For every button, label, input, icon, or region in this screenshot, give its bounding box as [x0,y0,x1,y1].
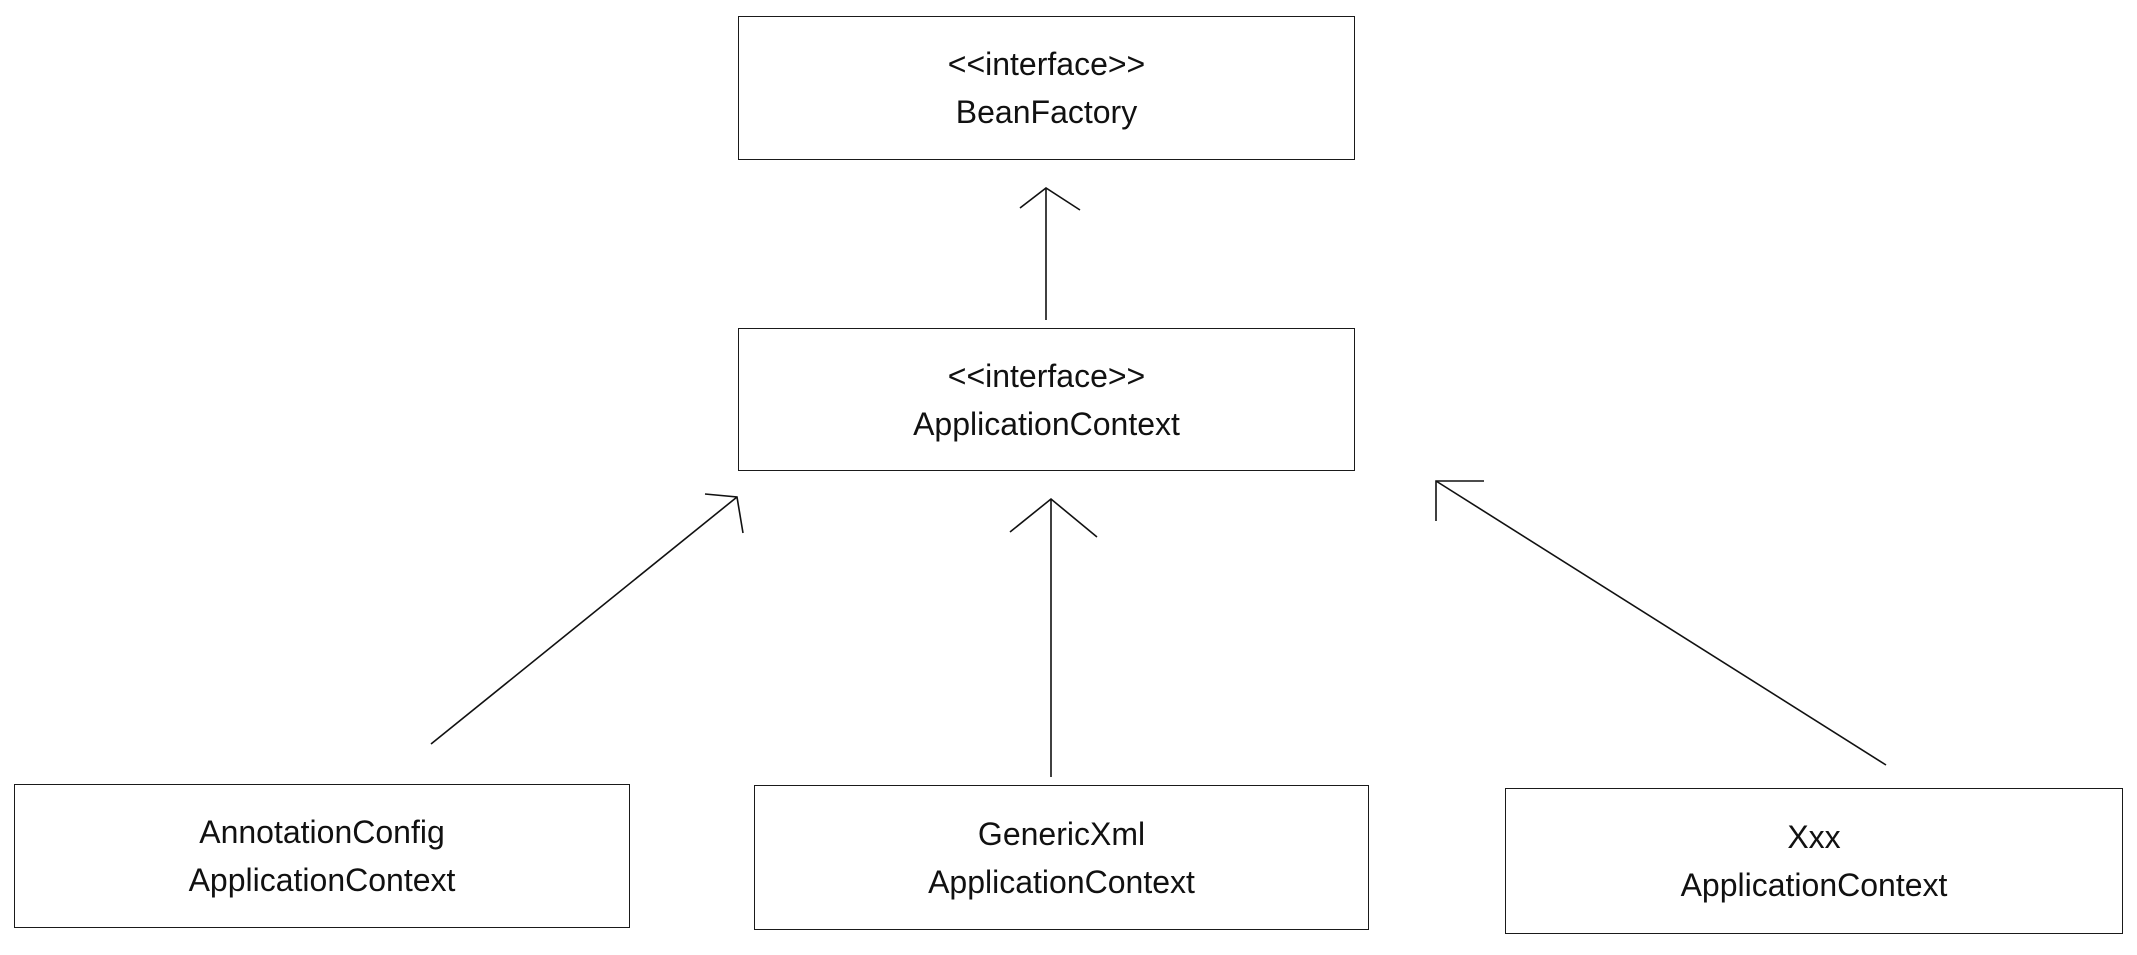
beanfactory-stereotype: <<interface>> [947,46,1146,82]
xxx-line1: Xxx [1787,819,1841,855]
genericxml-class-box: GenericXml ApplicationContext [754,785,1369,930]
genericxml-line2: ApplicationContext [928,863,1195,900]
arrow-genericxml-to-appcontext [1009,497,1098,777]
annotationconfig-class-box: AnnotationConfig ApplicationContext [14,784,630,928]
annotationconfig-line2: ApplicationContext [188,862,456,898]
applicationcontext-stereotype: <<interface>> [947,357,1146,394]
genericxml-line1: GenericXml [977,815,1146,852]
xxx-line2: ApplicationContext [1680,867,1948,903]
beanfactory-name: BeanFactory [955,94,1138,130]
beanfactory-class-box: <<interface>> BeanFactory [738,16,1355,160]
applicationcontext-class-box: <<interface>> ApplicationContext [738,328,1355,471]
applicationcontext-name: ApplicationContext [913,405,1180,442]
xxx-class-box: Xxx ApplicationContext [1505,788,2123,934]
arrow-xxx-to-appcontext [1435,480,1887,766]
annotationconfig-line1: AnnotationConfig [199,814,445,850]
arrow-annotation-to-appcontext [430,493,744,745]
arrow-appcontext-to-beanfactory [1019,187,1081,320]
